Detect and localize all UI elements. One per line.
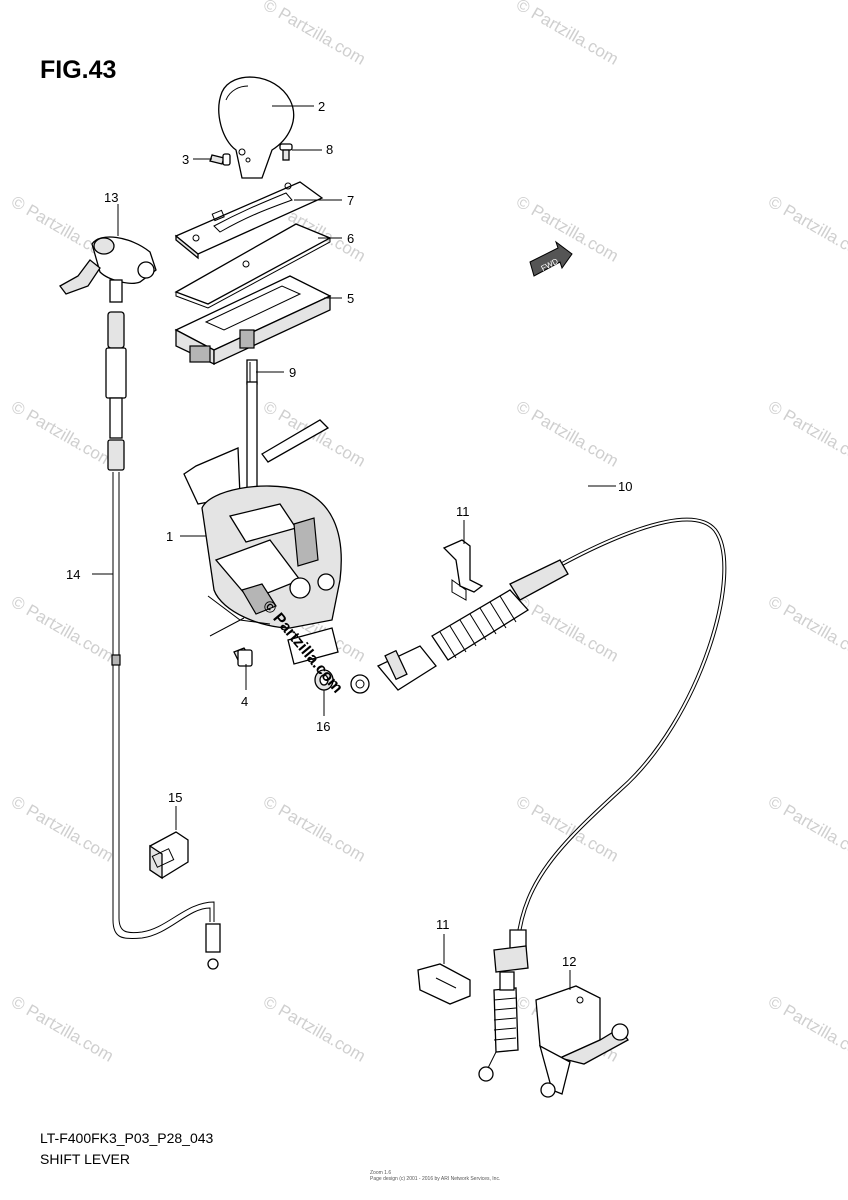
leader-lines [92,105,616,990]
callout-1: 1 [166,529,173,544]
watermark-text: © Partzilla.com [513,397,622,471]
callout-15: 15 [168,790,182,805]
figure-title: FIG.43 [40,56,117,84]
watermark-text: © Partzilla.com [8,792,117,866]
reverse-lever [59,236,157,303]
callout-7: 7 [347,193,354,208]
plate-screw [279,143,293,161]
callout-11-upper: 11 [456,504,470,519]
callout-12: 12 [562,954,576,969]
assembly-name: SHIFT LEVER [40,1151,130,1167]
watermark-text: © Partzilla.com [765,592,848,666]
cable-clamp [149,831,189,880]
callout-4: 4 [241,694,248,709]
gate-plate [174,181,324,260]
copyright-line-1: Zoom 1.6 [370,1170,392,1176]
copyright-line-2: Page design (c) 2001 - 2016 by ARI Netwo… [370,1176,501,1182]
watermark-text: © Partzilla.com [8,397,117,471]
callout-13: 13 [104,190,118,205]
watermark-text: © Partzilla.com [765,992,848,1066]
cable-bracket [535,985,629,1098]
watermark-text: © Partzilla.com [260,992,369,1066]
callout-10: 10 [618,479,632,494]
copyright-notice: Zoom 1.6 Page design (c) 2001 - 2016 by … [370,1170,500,1182]
callout-3: 3 [182,152,189,167]
shift-knob [218,76,295,179]
callout-labels: 1 2 3 4 5 6 7 8 9 10 11 11 12 13 14 15 1… [66,99,632,969]
model-code: LT-F400FK3_P03_P28_043 [40,1130,214,1146]
watermark-text: © Partzilla.com [765,397,848,471]
callout-2: 2 [318,99,325,114]
bolt [233,647,253,667]
watermark-text: © Partzilla.com [8,592,117,666]
cable-clip-lower [417,963,471,1005]
reverse-cable [105,311,221,970]
cable-clip-upper [442,539,484,601]
pin [246,359,258,385]
shift-control-cable [350,517,727,1082]
callout-9: 9 [289,365,296,380]
fwd-arrow-icon: FWD [529,240,573,277]
shift-lever-assembly [183,381,342,665]
watermark-text: © Partzilla.com [765,792,848,866]
washer [314,669,334,691]
watermark-text: © Partzilla.com [8,992,117,1066]
knob-screw [209,153,231,166]
watermark-layer: © Partzilla.com © Partzilla.com © Partzill… [8,0,848,1066]
callout-8: 8 [326,142,333,157]
callout-11-lower: 11 [436,917,450,932]
watermark-text: © Partzilla.com [260,792,369,866]
watermark-text: © Partzilla.com [765,192,848,266]
watermark-text: © Partzilla.com [513,0,622,69]
callout-14: 14 [66,567,80,582]
callout-6: 6 [347,231,354,246]
watermark-text: © Partzilla.com [513,592,622,666]
callout-5: 5 [347,291,354,306]
watermark-text: © Partzilla.com [260,0,369,69]
callout-16: 16 [316,719,330,734]
gate-guide [174,275,332,366]
